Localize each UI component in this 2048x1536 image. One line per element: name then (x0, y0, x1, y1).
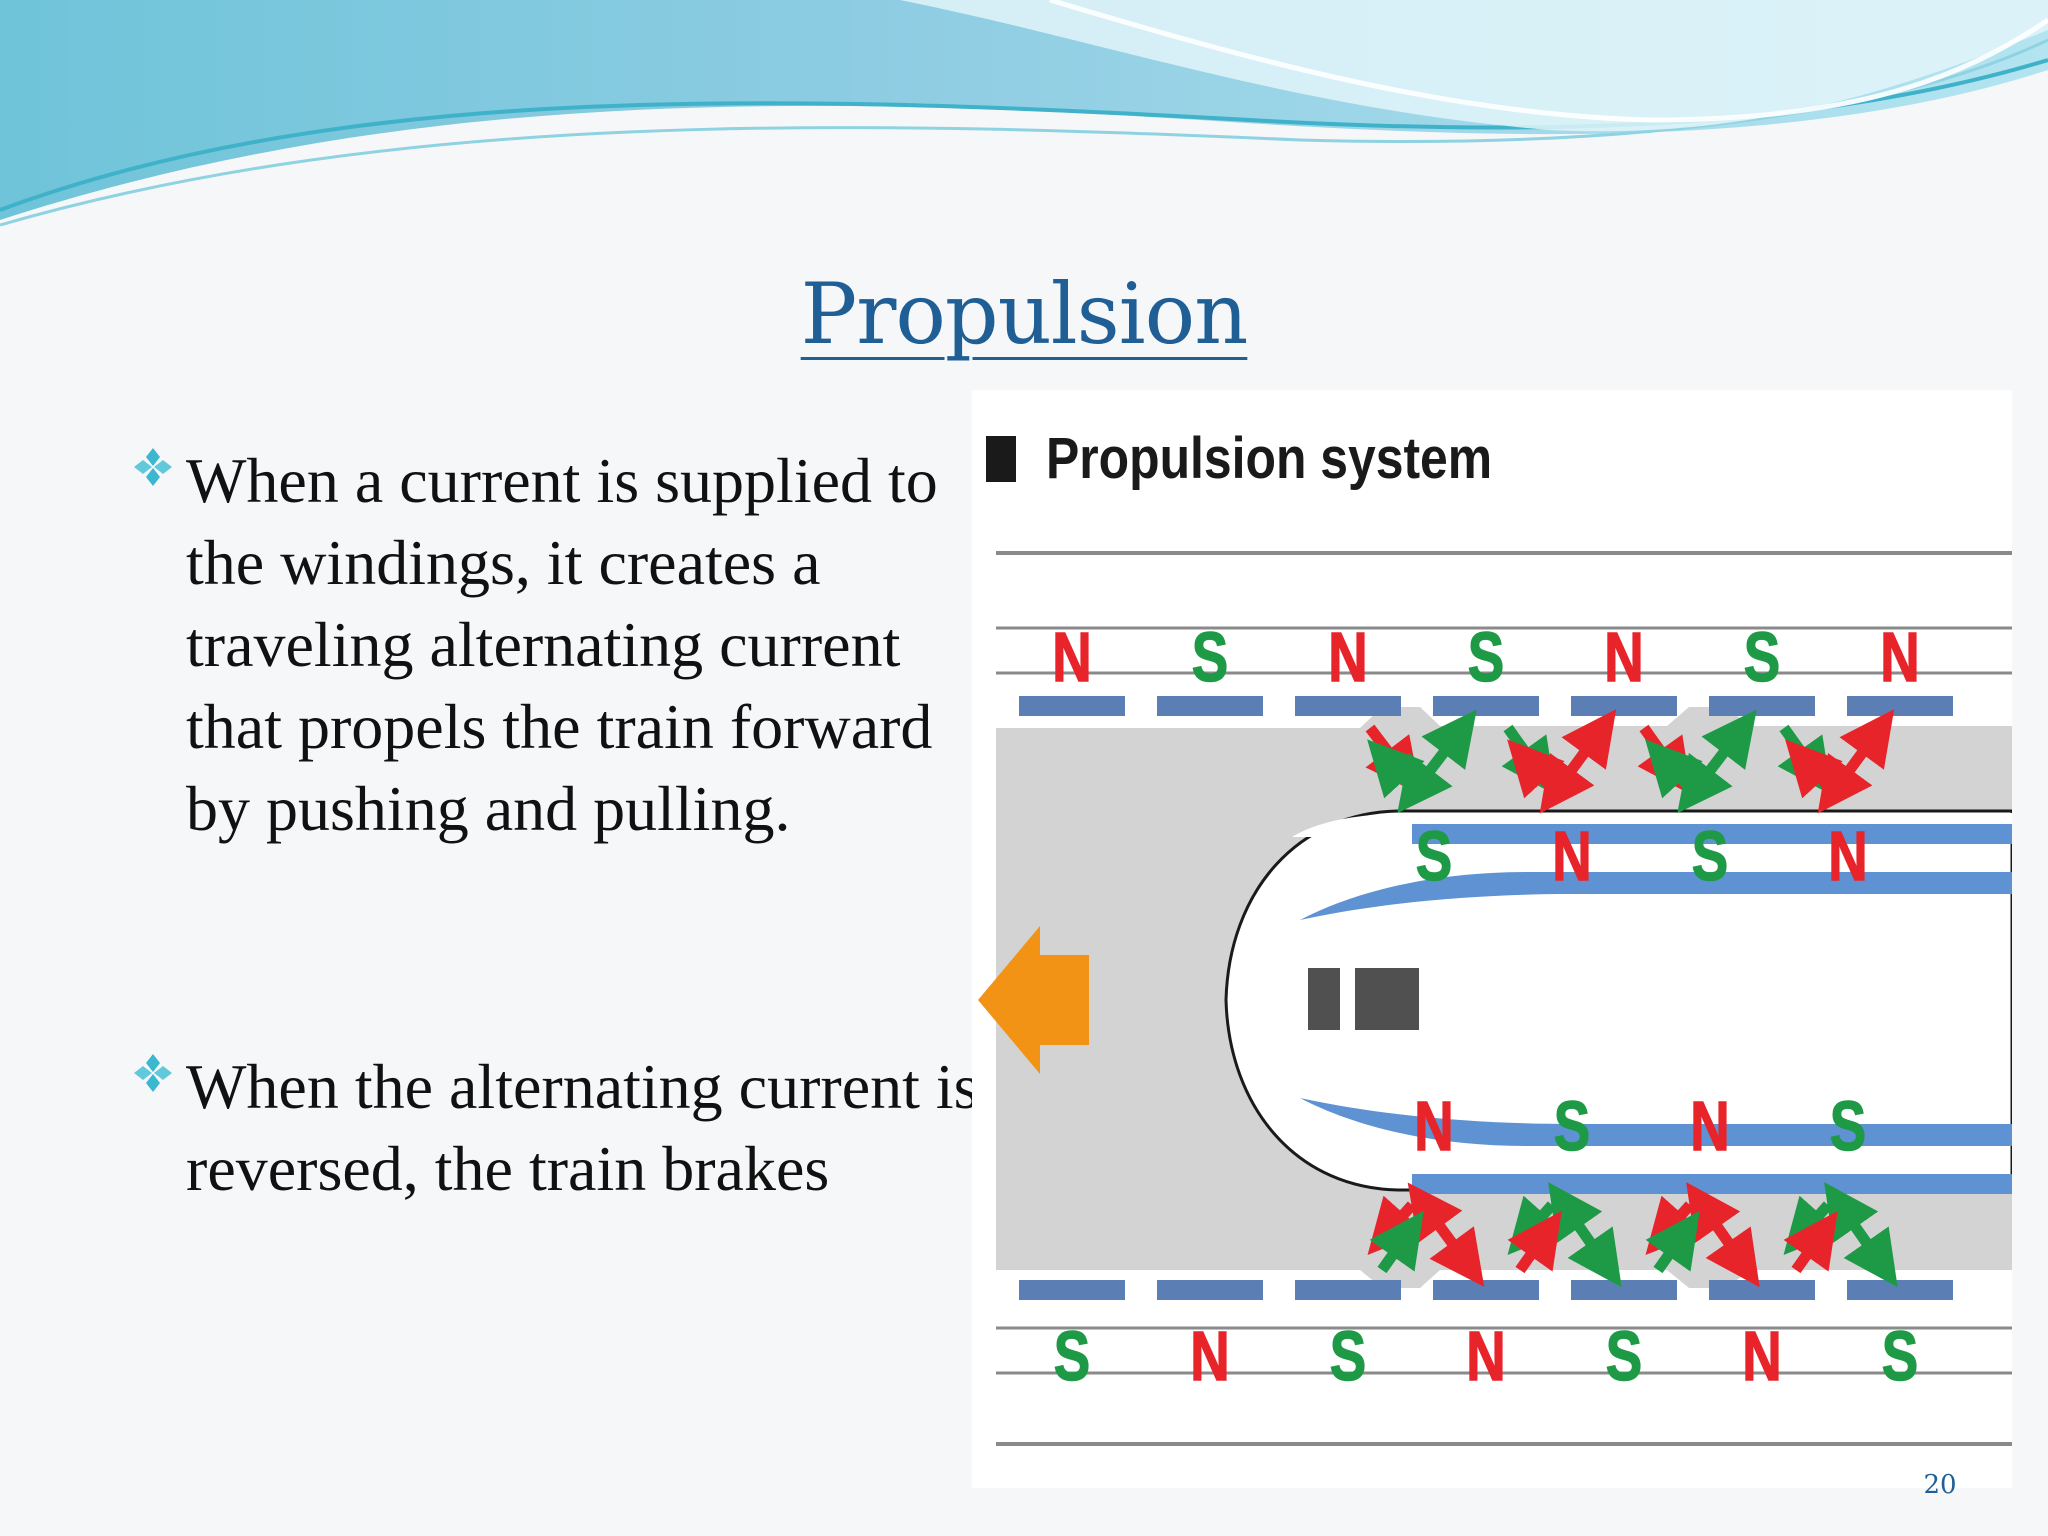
north-pole-label: N (1328, 619, 1367, 697)
attraction-arrow (1397, 709, 1477, 814)
train-band (1412, 824, 2012, 844)
south-pole-label: S (1330, 1318, 1366, 1396)
attraction-arrow (1539, 709, 1617, 814)
repulsion-arrow (1369, 1210, 1424, 1274)
north-pole-label: N (1052, 619, 1091, 697)
four-diamond-bullet-icon (134, 448, 172, 486)
coil (1433, 1280, 1539, 1300)
coil (1709, 696, 1815, 716)
north-pole-label: N (1466, 1318, 1505, 1396)
coil (1847, 696, 1953, 716)
north-pole-label: N (1604, 619, 1643, 697)
repulsion-arrow (1783, 1210, 1838, 1274)
guideway-coils-top (1019, 696, 1953, 716)
pole-labels: N S N S N S N S N S N N S N S S N S N S N S (1052, 618, 1921, 1396)
north-pole-label: N (1414, 1088, 1453, 1166)
south-pole-label: S (1882, 1318, 1918, 1396)
bullet-text: When a current is supplied to the windin… (186, 445, 938, 844)
header-wave-decoration (0, 0, 2048, 227)
coil (1571, 1280, 1677, 1300)
bullet-item: When a current is supplied to the windin… (130, 440, 990, 850)
propulsion-system-diagram: Propulsion system (972, 390, 2012, 1488)
guideway-coils-bottom (1019, 1280, 1953, 1300)
south-pole-label: S (1054, 1318, 1090, 1396)
north-pole-label: N (1880, 619, 1919, 697)
north-pole-label: N (1190, 1318, 1229, 1396)
north-pole-label: N (1828, 818, 1867, 896)
south-pole-label: S (1416, 818, 1452, 896)
coil (1847, 1280, 1953, 1300)
south-pole-label: S (1692, 818, 1728, 896)
page-number: 20 (1923, 1470, 1957, 1500)
train-band (1412, 1174, 2012, 1194)
train-band (1300, 872, 2012, 920)
south-pole-label: S (1192, 619, 1228, 697)
coil (1295, 1280, 1401, 1300)
south-pole-label: S (1744, 619, 1780, 697)
coil (1157, 696, 1263, 716)
four-diamond-bullet-icon (134, 1054, 172, 1092)
coil (1019, 1280, 1125, 1300)
diagram-canvas: Propulsion system (978, 427, 2012, 1446)
south-pole-label: S (1606, 1318, 1642, 1396)
bullet-item: When the alternating current is reversed… (130, 1046, 990, 1210)
north-pole-label: N (1742, 1318, 1781, 1396)
train-window (1355, 968, 1419, 1030)
repulsion-arrow (1645, 1210, 1700, 1274)
attraction-arrow (1677, 709, 1757, 814)
train-band (1300, 1098, 2012, 1146)
attraction-arrow (1817, 709, 1895, 814)
coil (1433, 696, 1539, 716)
north-pole-label: N (1552, 818, 1591, 896)
train-window (1308, 968, 1340, 1030)
coil (1571, 696, 1677, 716)
magnetic-force-arrows (1365, 709, 1898, 1288)
attraction-arrow (1548, 1182, 1622, 1288)
north-pole-label: N (1690, 1088, 1729, 1166)
attraction-arrow (1407, 1182, 1485, 1287)
south-pole-label: S (1554, 1088, 1590, 1166)
south-pole-label: S (1468, 619, 1504, 697)
slide-title: Propulsion (800, 265, 1249, 363)
left-arrow-icon (978, 926, 1089, 1074)
diagram-heading: Propulsion system (1046, 427, 1492, 491)
coil (1157, 1280, 1263, 1300)
coil (1295, 696, 1401, 716)
attraction-arrow (1686, 1182, 1760, 1288)
repulsion-arrow (1507, 1210, 1562, 1274)
south-pole-label: S (1830, 1088, 1866, 1166)
coil (1709, 1280, 1815, 1300)
heading-square-icon (986, 436, 1016, 482)
coil (1019, 696, 1125, 716)
attraction-arrow (1824, 1182, 1898, 1288)
bullet-text: When the alternating current is reversed… (186, 1051, 979, 1204)
